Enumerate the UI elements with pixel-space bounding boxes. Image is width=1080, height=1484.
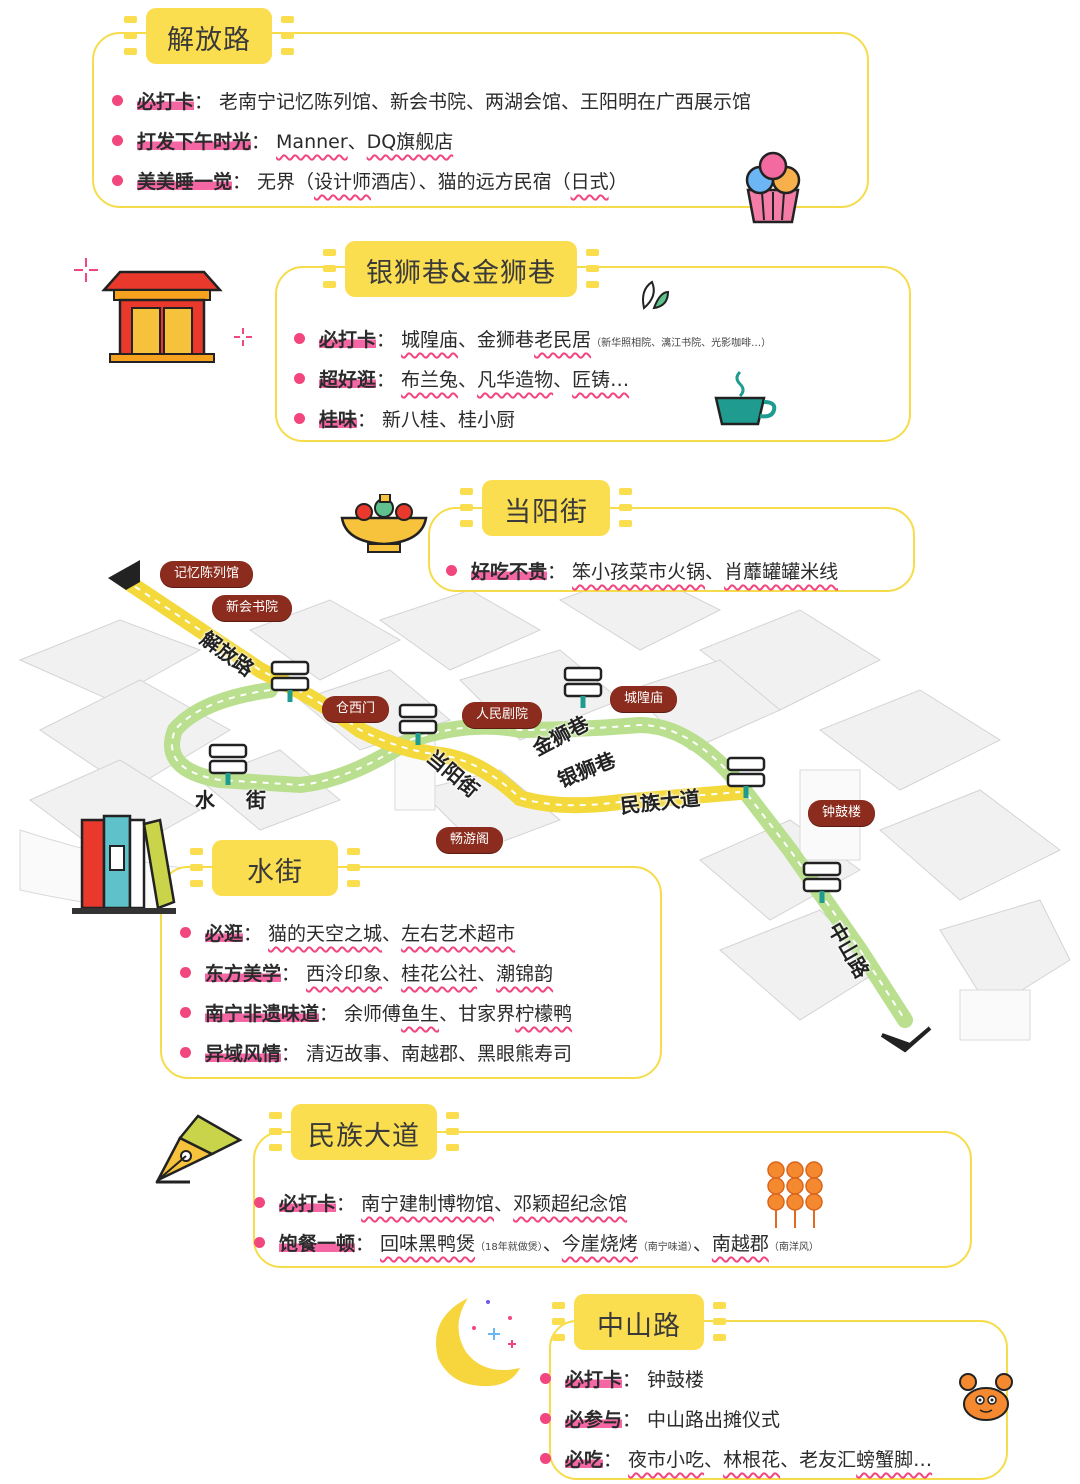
tea-cup-icon [714, 370, 777, 426]
list-item: 好吃不贵：笨小孩菜市火锅、肖蘼罐罐米线 [446, 558, 838, 586]
list-item: 必参与：中山路出摊仪式 [540, 1406, 780, 1434]
list-item: 必打卡：城隍庙、金狮巷老民居（新华照相院、漓江书院、光影咖啡…） [294, 326, 771, 354]
list-item: 必吃：夜市小吃、林根花、老友汇螃蟹脚… [540, 1446, 932, 1474]
section-title: 当阳街 [504, 497, 588, 528]
list-item: 必打卡：南宁建制博物馆、邓颖超纪念馆 [254, 1190, 627, 1218]
end-arrow-icon [880, 1026, 932, 1053]
list-item: 饱餐一顿：回味黑鸭煲（18年就做煲）、今崖烧烤（南宁味道）、南越郡（南洋风） [254, 1230, 819, 1258]
pin-xinhui-academy[interactable]: 新会书院 [212, 595, 293, 621]
pin-bell-drum-tower[interactable]: 钟鼓楼 [808, 800, 876, 826]
road-shui: 水 [195, 788, 215, 812]
tag-minzu: 民族大道 [269, 1104, 459, 1160]
books-icon [72, 814, 176, 914]
list-item: 必打卡：老南宁记忆陈列馆、新会书院、两湖会馆、王阳明在广西展示馆 [112, 88, 751, 116]
list-item: 桂味：新八桂、桂小厨 [294, 406, 515, 434]
list-item: 东方美学：西泠印象、桂花公社、潮锦韵 [180, 960, 553, 988]
pin-cangxi-gate[interactable]: 仓西门 [322, 696, 390, 722]
list-item: 必打卡：钟鼓楼 [540, 1366, 704, 1394]
tag-dangyang: 当阳街 [460, 480, 632, 536]
tag-zhongshan: 中山路 [552, 1294, 726, 1350]
road-jie: 街 [246, 788, 266, 812]
list-item: 必逛：猫的天空之城、左右艺术超市 [180, 920, 515, 948]
pin-peoples-theater[interactable]: 人民剧院 [462, 702, 543, 728]
cupcake-icon [745, 151, 801, 224]
pin-changyou-pavilion[interactable]: 畅游阁 [436, 827, 504, 853]
skewer-icon [767, 1161, 823, 1228]
list-item: 超好逛：布兰兔、凡华造物、匠铸… [294, 366, 629, 394]
list-item: 打发下午时光：Manner、DQ旗舰店 [112, 128, 453, 156]
section-title: 水街 [247, 857, 303, 888]
pin-memory-museum[interactable]: 记忆陈列馆 [160, 561, 254, 587]
sparkle-icon [234, 328, 252, 346]
pen-nib-icon [155, 1114, 243, 1184]
section-title: 银狮巷&金狮巷 [365, 258, 557, 289]
signpost-icon [208, 660, 842, 903]
moon-icon [436, 1298, 520, 1387]
list-item: 南宁非遗味道：余师傅鱼生、甘家界柠檬鸭 [180, 1000, 572, 1028]
hotpot-bowl-icon [340, 494, 428, 553]
tag-jiefang: 解放路 [124, 8, 294, 64]
leaf-icon [642, 280, 670, 310]
section-title: 解放路 [167, 25, 251, 56]
tag-yinshi: 银狮巷&金狮巷 [323, 241, 599, 297]
crab-icon [959, 1373, 1013, 1421]
section-title: 中山路 [597, 1311, 681, 1342]
list-item: 异域风情：清迈故事、南越郡、黑眼熊寿司 [180, 1040, 572, 1068]
start-arrow-icon [108, 560, 140, 590]
sparkle-icon [74, 258, 98, 282]
chinese-gate-icon [101, 270, 223, 363]
list-item: 美美睡一觉：无界（设计师酒店）、猫的远方民宿（日式） [112, 168, 628, 196]
tag-shuijie: 水街 [190, 840, 360, 896]
pin-chenghuang-temple[interactable]: 城隍庙 [610, 686, 678, 712]
section-title: 民族大道 [308, 1121, 420, 1152]
